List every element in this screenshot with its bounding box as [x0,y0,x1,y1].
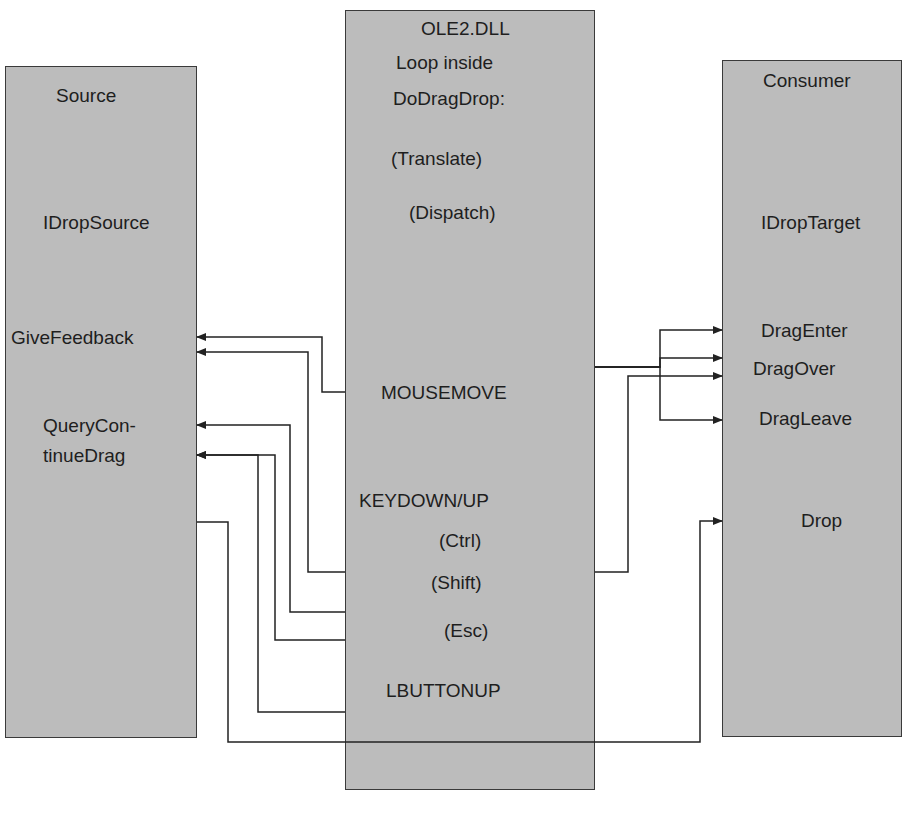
box-title: Source [56,85,116,107]
box-text: IDropTarget [761,212,860,234]
box-text: IDropSource [43,212,150,234]
call-arrow [595,376,722,572]
consumer-box: ConsumerIDropTargetDragEnterDragOverDrag… [722,60,902,737]
box-text: KEYDOWN/UP [359,490,489,512]
box-text: Loop inside [396,52,493,74]
box-text: DragOver [753,358,835,380]
call-arrow [197,455,345,712]
box-text: DragEnter [761,320,848,342]
box-text: (Ctrl) [439,530,481,552]
call-arrow [197,352,345,572]
call-arrow [197,425,345,612]
source-box: SourceIDropSourceGiveFeedbackQueryCon- t… [5,66,197,738]
box-text: DoDragDrop: [393,88,505,110]
call-arrow [197,521,722,742]
box-title: Consumer [763,70,851,92]
box-text: (Dispatch) [409,202,496,224]
box-text: GiveFeedback [11,327,134,349]
box-text: MOUSEMOVE [381,382,507,404]
box-title: OLE2.DLL [421,18,510,40]
call-arrow [197,337,345,392]
ole-loop-box: OLE2.DLL Loop insideDoDragDrop: (Translate… [345,10,595,790]
box-text: LBUTTONUP [386,680,501,702]
box-text: (Translate) [391,148,482,170]
call-arrow [197,455,345,640]
box-text: (Shift) [431,572,482,594]
call-arrow [595,367,722,420]
box-text: QueryCon- tinueDrag [43,411,136,471]
box-text: DragLeave [759,408,852,430]
box-text: Drop [801,510,842,532]
call-arrow [595,330,722,367]
call-arrow [595,358,722,367]
box-text: (Esc) [444,620,488,642]
